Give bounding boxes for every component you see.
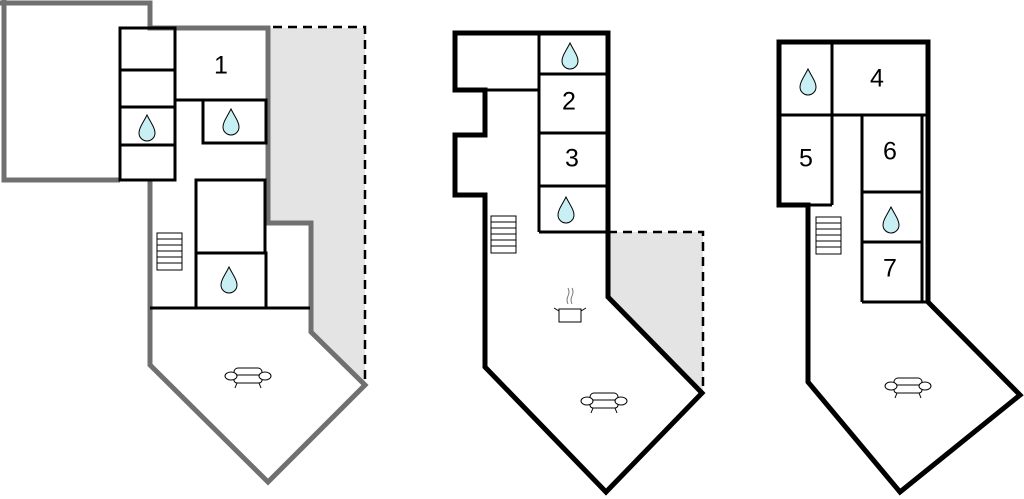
water-drop-icon (557, 196, 575, 224)
terrace-outline-dashed (608, 230, 705, 393)
exterior-wall (776, 39, 1024, 496)
exterior-wall (0, 0, 369, 486)
room-label-6: 6 (883, 138, 897, 166)
room-label-7: 7 (883, 255, 897, 283)
room-label-3: 3 (565, 145, 579, 173)
cooking-pot-icon (553, 287, 587, 323)
interior-walls (455, 33, 608, 234)
interior-walls (118, 26, 310, 310)
interior-walls (779, 42, 928, 304)
water-drop-icon (799, 68, 817, 96)
floor-plan-1: 1 (0, 0, 369, 486)
sofa-icon (580, 392, 628, 414)
room-label-2: 2 (562, 88, 576, 116)
room-label-4: 4 (870, 65, 884, 93)
floor-plan-3: 4 5 6 7 (776, 39, 1024, 496)
stairs-icon (156, 232, 183, 271)
terrace-area (268, 28, 365, 385)
stairs-icon (815, 216, 842, 255)
water-drop-icon (882, 206, 900, 234)
water-drop-icon (222, 108, 240, 136)
exterior-wall (1, 0, 120, 183)
room-label-5: 5 (799, 145, 813, 173)
sofa-icon (224, 367, 272, 389)
water-drop-icon (561, 42, 579, 70)
sofa-icon (884, 377, 932, 399)
terrace-area (608, 232, 703, 393)
water-drop-icon (138, 114, 156, 142)
stairs-icon (490, 215, 517, 254)
terrace-outline-dashed (243, 25, 367, 385)
water-drop-icon (220, 266, 238, 294)
room-label-1: 1 (214, 52, 228, 80)
floor-plan-2: 2 3 (452, 30, 706, 496)
